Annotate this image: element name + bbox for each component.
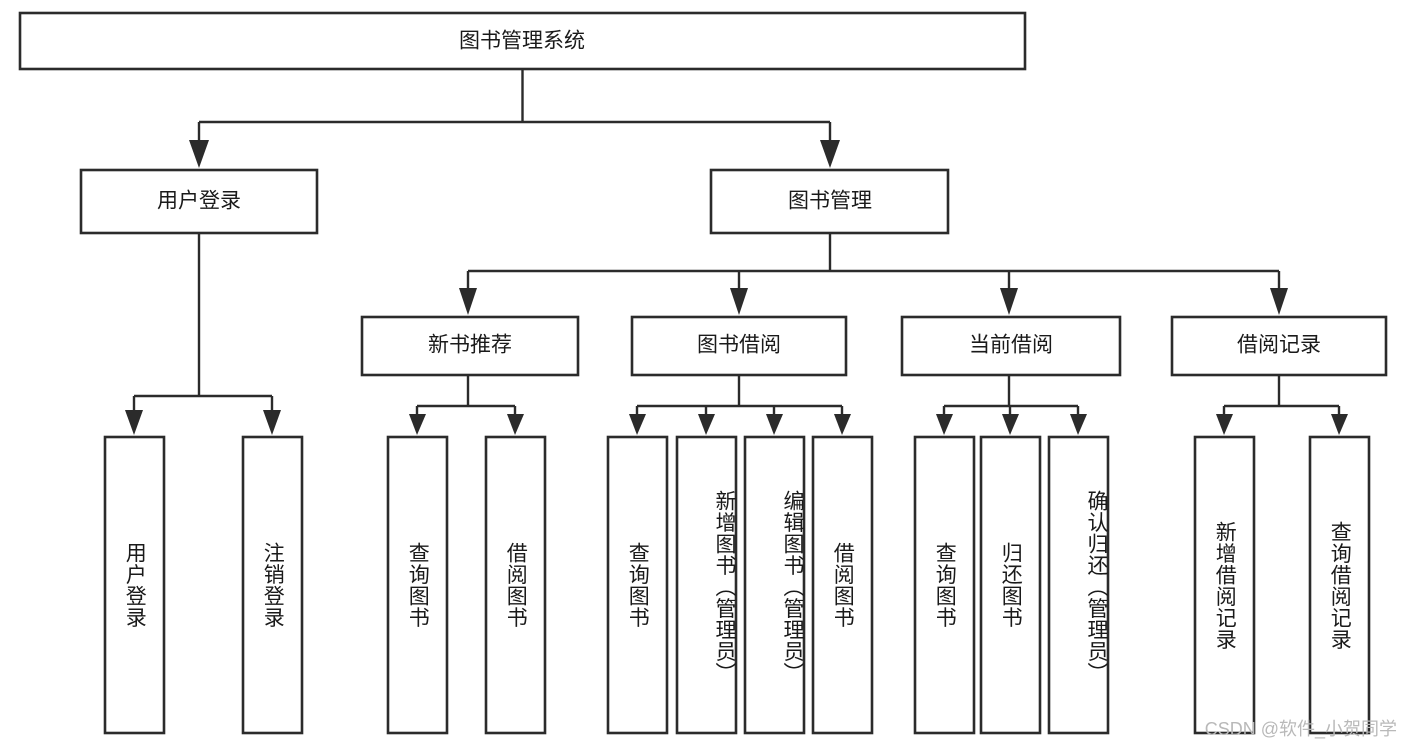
- connector-group-root: [189, 69, 840, 168]
- leaf-box-borrow-book-1[interactable]: [484, 435, 547, 735]
- connector-group-book-mgmt: [459, 233, 1288, 315]
- leaf-box-query-book-3[interactable]: [913, 435, 976, 735]
- connector-group-borrow-record: [1216, 375, 1348, 435]
- arrow-head-current-borrow: [1000, 288, 1018, 315]
- node-label-borrow-record: 借阅记录: [1237, 334, 1321, 357]
- leaf-box-query-book-1[interactable]: [386, 435, 449, 735]
- node-box-book-management[interactable]: [709, 168, 950, 235]
- arrow-head-user-login: [189, 140, 209, 168]
- node-book-management-system[interactable]: 图书管理系统: [18, 11, 1027, 71]
- leaf-box-add-book[interactable]: [675, 435, 738, 735]
- node-box-book-borrow[interactable]: [630, 315, 848, 377]
- node-box-user-login[interactable]: [79, 168, 319, 235]
- node-label-current-borrow: 当前借阅: [969, 334, 1053, 357]
- arrow-head-leaf-return-book: [1002, 414, 1019, 435]
- arrow-head-borrow-record: [1270, 288, 1288, 315]
- arrow-head-leaf-borrow-book-2: [834, 414, 851, 435]
- node-box-new-book-recommend[interactable]: [360, 315, 580, 377]
- arrow-head-leaf-logout: [263, 410, 281, 435]
- node-box-current-borrow[interactable]: [900, 315, 1122, 377]
- arrow-head-leaf-add-record: [1216, 414, 1233, 435]
- leaf-box-user-login[interactable]: [103, 435, 166, 735]
- leaf-box-query-record[interactable]: [1308, 435, 1371, 735]
- node-box-borrow-record[interactable]: [1170, 315, 1388, 377]
- leaf-box-query-book-2[interactable]: [606, 435, 669, 735]
- node-borrow-record[interactable]: 借阅记录: [1170, 315, 1388, 377]
- connector-group-user-login: [125, 233, 281, 435]
- node-label-book-management: 图书管理: [788, 190, 872, 213]
- node-book-borrow[interactable]: 图书借阅: [630, 315, 848, 377]
- node-user-login[interactable]: 用户登录: [79, 168, 319, 235]
- arrow-head-new-book-rec: [459, 288, 477, 315]
- arrow-head-leaf-add-book: [698, 414, 715, 435]
- connector-group-new-book-rec: [409, 375, 524, 435]
- arrow-head-leaf-user-login: [125, 410, 143, 435]
- watermark-text: CSDN @软件_小贺同学: [1204, 719, 1397, 739]
- node-book-management[interactable]: 图书管理: [709, 168, 950, 235]
- connector-group-book-borrow: [629, 375, 851, 435]
- arrow-head-leaf-query-book-1: [409, 414, 426, 435]
- node-new-book-recommend[interactable]: 新书推荐: [360, 315, 580, 377]
- leaf-box-borrow-book-2[interactable]: [811, 435, 874, 735]
- leaf-box-confirm-return[interactable]: [1047, 435, 1110, 735]
- arrow-head-leaf-confirm-return: [1070, 414, 1087, 435]
- arrow-head-book-borrow: [730, 288, 748, 315]
- arrow-head-leaf-query-book-3: [936, 414, 953, 435]
- leaf-box-return-book[interactable]: [979, 435, 1042, 735]
- node-label-new-book-recommend: 新书推荐: [428, 334, 512, 357]
- node-label-user-login: 用户登录: [157, 190, 241, 213]
- arrow-head-leaf-edit-book: [766, 414, 783, 435]
- arrow-head-book-mgmt: [820, 140, 840, 168]
- connector-group-current-borrow: [936, 375, 1087, 435]
- node-label-book-borrow: 图书借阅: [697, 334, 781, 357]
- node-current-borrow[interactable]: 当前借阅: [900, 315, 1122, 377]
- leaf-node-boxes: [103, 435, 1371, 735]
- arrow-head-leaf-query-book-2: [629, 414, 646, 435]
- arrow-head-leaf-borrow-book-1: [507, 414, 524, 435]
- arrow-head-leaf-query-record: [1331, 414, 1348, 435]
- node-label-root: 图书管理系统: [459, 30, 585, 53]
- leaf-box-logout[interactable]: [241, 435, 304, 735]
- leaf-box-add-record[interactable]: [1193, 435, 1256, 735]
- node-box-root[interactable]: [18, 11, 1027, 71]
- leaf-box-edit-book[interactable]: [743, 435, 806, 735]
